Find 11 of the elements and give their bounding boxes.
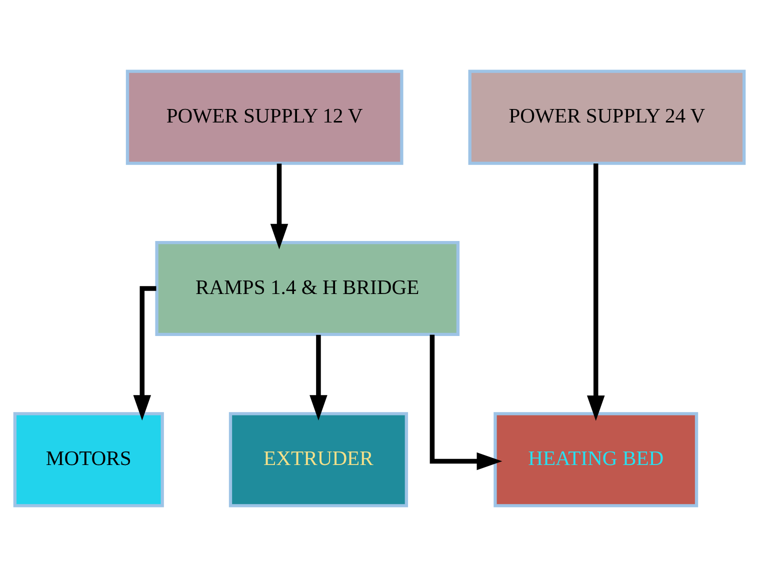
arrow — [133, 286, 156, 420]
node-box: MOTORS — [13, 412, 164, 507]
node-box: RAMPS 1.4 & H BRIDGE — [155, 240, 460, 336]
arrow — [430, 334, 502, 470]
node-box: POWER SUPPLY 12 V — [126, 69, 404, 164]
arrow — [270, 163, 288, 249]
arrow — [586, 162, 605, 420]
node-box: POWER SUPPLY 24 V — [468, 69, 746, 164]
arrow — [310, 334, 328, 420]
node-box: EXTRUDER — [228, 412, 408, 507]
node-box: HEATING BED — [494, 412, 698, 507]
